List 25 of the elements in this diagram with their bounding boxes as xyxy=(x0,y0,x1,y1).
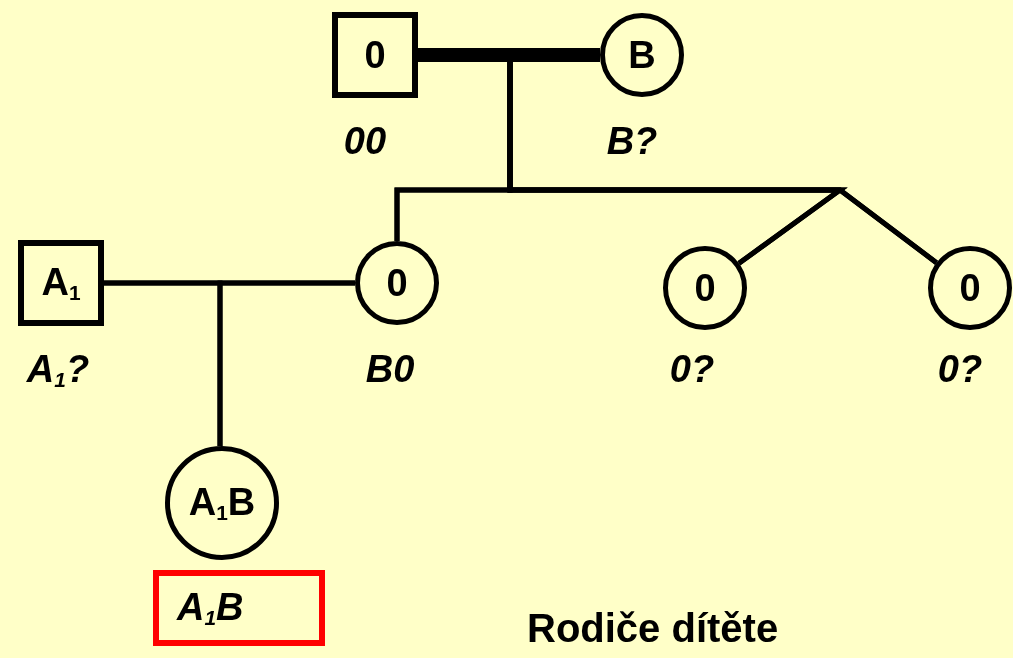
symbol-text: A$_{1}$B xyxy=(177,585,244,631)
male-symbol xyxy=(332,12,418,98)
symbol-text: 0 xyxy=(386,261,408,305)
symbol-text: A$_{1}$B xyxy=(188,480,256,526)
symbol-text: 0 xyxy=(959,266,981,310)
genotype-label: B? xyxy=(606,122,658,160)
female-symbol xyxy=(928,246,1012,330)
genotype-label: 0? xyxy=(669,350,715,388)
result-box xyxy=(153,570,325,646)
female-symbol xyxy=(165,446,279,560)
genotype-label: 0? xyxy=(937,350,983,388)
male-symbol xyxy=(18,240,104,326)
pedigree-line xyxy=(217,280,355,446)
symbol-text: A$_{1}$ xyxy=(41,260,81,306)
female-symbol xyxy=(663,246,747,330)
genotype-label: 00 xyxy=(343,122,387,160)
female-symbol xyxy=(600,13,684,97)
female-symbol xyxy=(355,241,439,325)
symbol-text: 0 xyxy=(364,33,386,77)
caption-text: Rodiče dítěte xyxy=(527,608,779,648)
genotype-label: A$_{1}$? xyxy=(26,350,90,392)
consanguineous-mating-line xyxy=(418,48,600,62)
symbol-text: 0 xyxy=(694,266,716,310)
genotype-label: B0 xyxy=(365,350,415,388)
symbol-text: B xyxy=(628,33,656,77)
